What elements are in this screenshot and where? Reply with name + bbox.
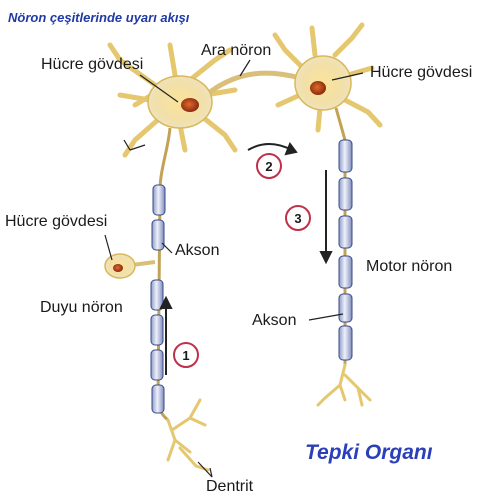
step-circle-3: 3 — [285, 205, 311, 231]
motor-neuron-cell-body — [272, 22, 383, 133]
diagram-title: Nöron çeşitlerinde uyarı akışı — [8, 10, 190, 25]
label-hucre-govdesi-right: Hücre gövdesi — [370, 64, 473, 81]
label-duyu-noron: Duyu nöron — [40, 299, 123, 316]
flow-arrow-2 — [247, 141, 298, 156]
flow-arrow-3 — [319, 170, 333, 265]
motor-end-branches — [316, 363, 372, 407]
sensory-cell-body — [104, 253, 156, 279]
label-ara-noron: Ara nöron — [201, 42, 272, 59]
motor-axon — [334, 107, 353, 365]
flow-arrow-1 — [159, 295, 173, 375]
label-tepki-organi: Tepki Organı — [305, 441, 433, 464]
label-akson-right: Akson — [252, 312, 297, 329]
label-dentrit: Dentrit — [206, 478, 254, 495]
interneuron-cell-body — [107, 42, 238, 158]
step-circle-2: 2 — [256, 153, 282, 179]
step-number-1: 1 — [182, 348, 189, 363]
label-motor-noron: Motor nöron — [366, 258, 453, 275]
label-hucre-govdesi-sensory: Hücre gövdesi — [5, 213, 108, 230]
interneuron-fiber — [208, 70, 301, 95]
step-number-3: 3 — [294, 211, 301, 226]
dendrite-branches — [166, 398, 210, 472]
leader-lines — [104, 59, 364, 478]
label-hucre-govdesi-left: Hücre gövdesi — [41, 56, 144, 73]
label-akson-left: Akson — [175, 242, 220, 259]
sensory-axon — [150, 127, 172, 422]
step-number-2: 2 — [265, 159, 272, 174]
step-circle-1: 1 — [173, 342, 199, 368]
